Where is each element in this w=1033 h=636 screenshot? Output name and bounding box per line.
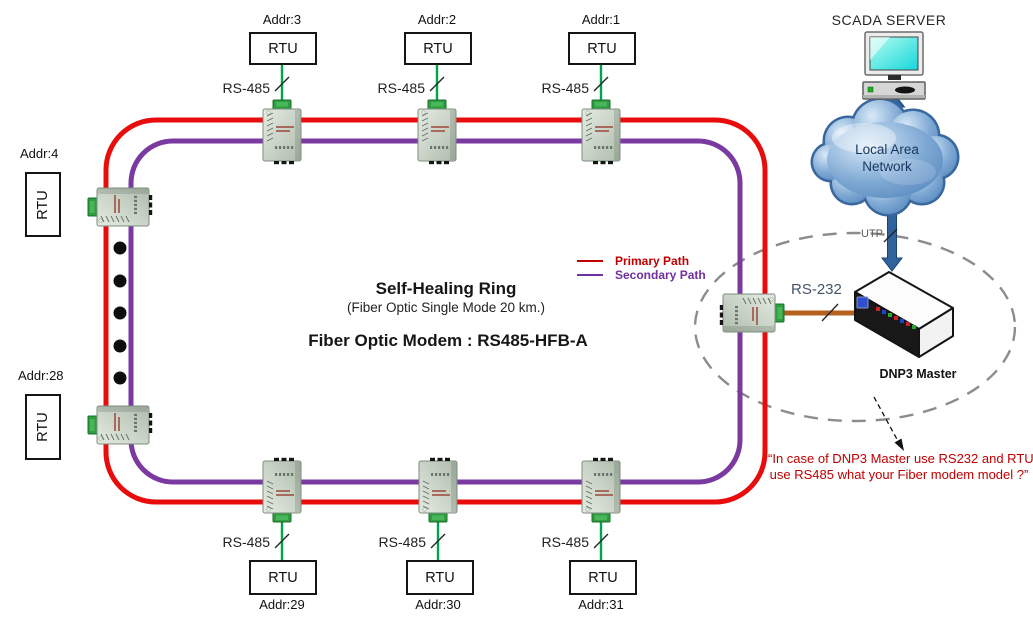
utp-label: UTP bbox=[861, 228, 883, 240]
rtu-label: RTU bbox=[268, 40, 298, 57]
dnp3-zone-dashed-ellipse bbox=[693, 231, 1017, 423]
rs485-label-top3: RS-485 bbox=[541, 80, 589, 96]
legend: Primary Path Secondary Path bbox=[577, 254, 706, 282]
fiber-modem-bottom-1 bbox=[262, 457, 302, 523]
dnp3-master-label: DNP3 Master bbox=[879, 367, 957, 381]
addr-label-4: Addr:4 bbox=[20, 146, 59, 161]
addr-label-31: Addr:31 bbox=[578, 597, 624, 612]
fiber-modem-left-2 bbox=[87, 405, 153, 445]
rs485-label-bot3: RS-485 bbox=[541, 534, 589, 550]
fiber-modem-left-1 bbox=[87, 187, 153, 227]
fiber-modem-top-3 bbox=[581, 99, 621, 165]
note-text: “In case of DNP3 Master use RS232 and RT… bbox=[768, 451, 1033, 483]
rtu-box-addr31: RTU bbox=[569, 560, 637, 595]
fiber-modem-top-2 bbox=[417, 99, 457, 165]
rtu-label: RTU bbox=[425, 569, 455, 586]
fiber-modem-top-1 bbox=[262, 99, 302, 165]
rtu-label: RTU bbox=[423, 40, 453, 57]
line-slash-marks bbox=[274, 76, 898, 549]
rs485-label-top1: RS-485 bbox=[222, 80, 270, 96]
rs485-label-top2: RS-485 bbox=[377, 80, 425, 96]
fiber-modem-bottom-2 bbox=[418, 457, 458, 523]
addr-label-29: Addr:29 bbox=[259, 597, 305, 612]
secondary-path-label: Secondary Path bbox=[615, 267, 706, 282]
rtu-box-addr2: RTU bbox=[404, 32, 472, 65]
modem-model-title: Fiber Optic Modem : RS485-HFB-A bbox=[308, 331, 588, 350]
rtu-label: RTU bbox=[34, 189, 51, 220]
addr-label-1: Addr:1 bbox=[581, 12, 621, 27]
note-line2: use RS485 what your Fiber modem model ?” bbox=[769, 467, 1029, 482]
rtu-box-addr28: RTU bbox=[25, 394, 61, 460]
note-line1: “In case of DNP3 Master use RS232 and RT… bbox=[768, 451, 1033, 466]
fiber-modem-dnp3 bbox=[719, 293, 785, 333]
fiber-modem-bottom-3 bbox=[581, 457, 621, 523]
diagram-subtitle: (Fiber Optic Single Mode 20 km.) bbox=[346, 300, 546, 315]
rtu-box-addr30: RTU bbox=[406, 560, 474, 595]
dnp3-master-device bbox=[854, 271, 954, 358]
addr-label-28: Addr:28 bbox=[18, 368, 64, 383]
rtu-box-addr29: RTU bbox=[249, 560, 317, 595]
scada-server-label: SCADA SERVER bbox=[831, 12, 947, 28]
lan-cloud-label: Local Area Network bbox=[822, 141, 952, 175]
primary-path-swatch bbox=[577, 259, 603, 262]
note-callout-arrow bbox=[873, 396, 904, 451]
addr-label-30: Addr:30 bbox=[415, 597, 461, 612]
diagram-title: Self-Healing Ring bbox=[375, 279, 517, 298]
addr-label-3: Addr:3 bbox=[262, 12, 302, 27]
secondary-path-swatch bbox=[577, 273, 603, 276]
rs485-label-bot2: RS-485 bbox=[378, 534, 426, 550]
ellipsis-dots bbox=[113, 241, 127, 385]
rtu-label: RTU bbox=[34, 412, 51, 442]
rtu-label: RTU bbox=[588, 569, 618, 586]
legend-secondary: Secondary Path bbox=[577, 267, 706, 282]
legend-primary: Primary Path bbox=[577, 253, 706, 268]
scada-computer-icon bbox=[862, 31, 926, 100]
rtu-box-addr1: RTU bbox=[568, 32, 636, 65]
primary-path-label: Primary Path bbox=[615, 253, 690, 268]
rtu-box-addr4: RTU bbox=[25, 172, 61, 237]
rtu-label: RTU bbox=[587, 40, 617, 57]
rtu-label: RTU bbox=[268, 569, 298, 586]
addr-label-2: Addr:2 bbox=[417, 12, 457, 27]
lan-label-line2: Network bbox=[862, 159, 912, 174]
lan-label-line1: Local Area bbox=[855, 142, 919, 157]
lan-cloud bbox=[810, 97, 960, 217]
rs485-label-bot1: RS-485 bbox=[222, 534, 270, 550]
rtu-box-addr3: RTU bbox=[249, 32, 317, 65]
rs232-label: RS-232 bbox=[791, 281, 842, 298]
